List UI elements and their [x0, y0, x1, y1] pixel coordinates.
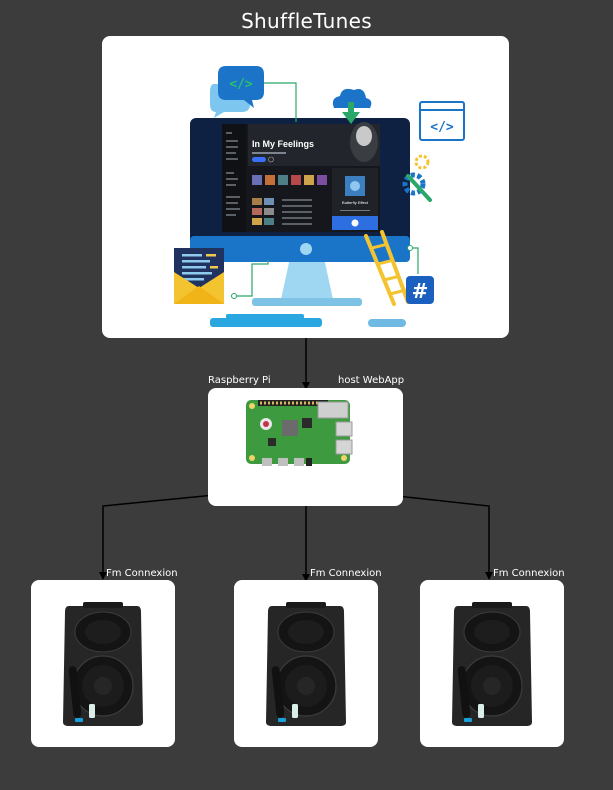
speaker-card-2: [234, 580, 378, 747]
speaker-1-label: Fm Connexion: [106, 568, 178, 579]
svg-text:</>: </>: [430, 120, 454, 135]
raspberry-pi-label: Raspberry Pi: [208, 375, 271, 386]
speaker-icon: [266, 602, 346, 726]
speaker-card-1: [31, 580, 175, 747]
speaker-icon: [63, 602, 143, 726]
raspberry-pi-card: [208, 388, 403, 506]
raspberry-pi-board: [246, 400, 353, 466]
speaker-card-3: [420, 580, 564, 747]
svg-text:</>: </>: [229, 77, 253, 92]
computer-illustration: In My Feelings Butterfly Effect: [174, 66, 465, 327]
screen-now-playing-title: Butterfly Effect: [342, 200, 369, 205]
speaker-3-label: Fm Connexion: [493, 568, 565, 579]
screen-song-title: In My Feelings: [252, 139, 314, 149]
svg-text:#: #: [412, 279, 429, 303]
webapp-card: In My Feelings Butterfly Effect: [102, 36, 509, 338]
host-webapp-label: host WebApp: [338, 375, 405, 386]
speaker-icon: [452, 602, 532, 726]
speaker-2-label: Fm Connexion: [310, 568, 382, 579]
diagram-title: ShuffleTunes: [241, 9, 372, 33]
